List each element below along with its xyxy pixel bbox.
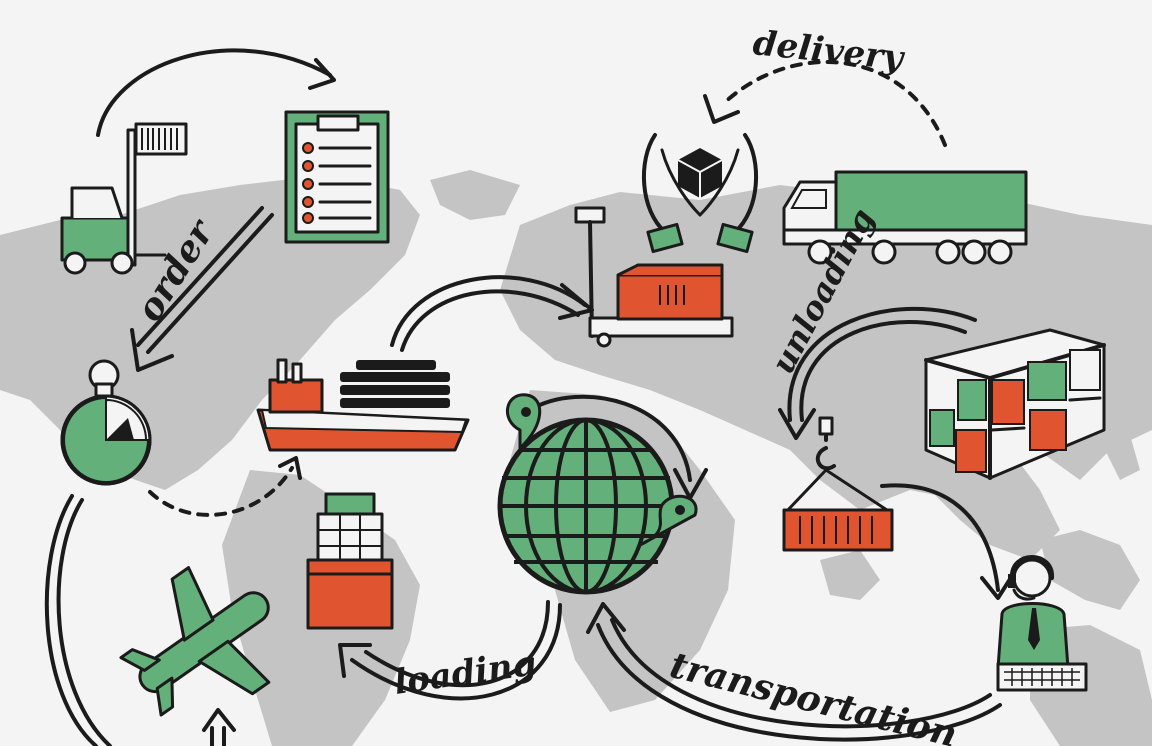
flow-arrows: [44, 48, 1014, 746]
arrowhead: [202, 708, 236, 732]
arrow-delivery: [720, 60, 947, 147]
checklist: [302, 142, 372, 224]
arrow-stopwatch-down-second-line: [44, 494, 98, 746]
arrow-crane-to-agent: [880, 483, 1000, 592]
arrow-stopwatch-down: [56, 498, 112, 746]
pallet-jack-icon: [574, 206, 734, 348]
location-pin-icon: [505, 393, 542, 450]
arrow-forklift-to-clipboard: [96, 48, 332, 137]
label-transportation: transportation: [666, 644, 961, 746]
arrowhead: [308, 58, 336, 90]
arrow-order: [146, 213, 274, 354]
arrow-unloading-second-line: [799, 320, 967, 422]
arrow-stopwatch-to-ship: [148, 466, 294, 517]
arrow-order-second-line: [136, 206, 264, 347]
arrowhead: [586, 602, 626, 634]
stopwatch-icon: [60, 359, 152, 486]
stacked-crates-icon: [306, 492, 394, 630]
container-stack-icon: [924, 328, 1106, 480]
arrow-unloading: [787, 306, 977, 422]
arrow-loading: [350, 603, 562, 701]
location-pin-icon: [638, 494, 698, 547]
arrow-transportation-second-line: [610, 618, 992, 729]
hands-box-icon: [641, 133, 759, 254]
truck-icon: [782, 170, 1028, 265]
cargo-ship-icon: [256, 358, 470, 452]
arrowhead: [703, 94, 740, 124]
arrowhead: [980, 574, 1014, 600]
arrowhead: [130, 328, 174, 372]
clipboard-icon: [284, 110, 390, 244]
arrow-ship-to-pallet: [390, 275, 587, 347]
globe-icon: [497, 393, 698, 595]
support-agent-icon: [996, 555, 1088, 692]
arrow-globe-cycle: [528, 394, 692, 482]
crane-hook-icon: [782, 416, 894, 552]
arrow-transportation: [596, 623, 1002, 742]
arrow-ship-to-pallet-second-line: [400, 289, 580, 352]
label-loading: loading: [392, 643, 539, 702]
arrow-loading-second-line: [364, 600, 550, 688]
forklift-icon: [60, 122, 188, 275]
arrowhead: [278, 456, 302, 480]
airplane-icon: [119, 566, 271, 717]
arrowhead: [778, 408, 816, 440]
arrowhead: [338, 643, 372, 678]
